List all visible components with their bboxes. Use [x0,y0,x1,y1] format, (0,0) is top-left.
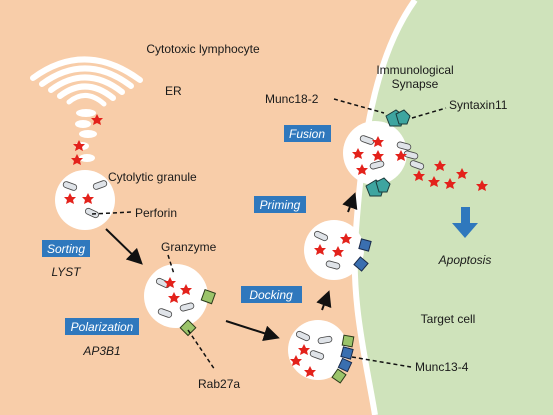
granule-docking [288,320,355,384]
label-cytolytic-granule: Cytolytic granule [108,170,197,184]
granule-fusion [343,109,425,197]
arrow-sorting-to-polarization [105,228,143,265]
label-munc18-2: Munc18-2 [265,92,319,106]
label-apoptosis: Apoptosis [438,253,492,267]
label-cytotoxic-lymphocyte: Cytotoxic lymphocyte [146,42,260,56]
er-shape [30,56,143,107]
label-perforin: Perforin [135,206,177,220]
arrow-docking-to-priming [316,290,332,311]
label-immunological: Immunological [376,63,453,77]
granule-polarization [144,264,216,337]
step-sorting-label: Sorting [47,242,85,256]
label-synapse: Synapse [392,77,439,91]
arrow-polarization-to-docking [225,320,280,341]
step-polarization: Polarization [65,318,139,335]
step-docking: Docking [241,286,302,303]
label-munc13-4: Munc13-4 [415,360,469,374]
step-priming-label: Priming [260,198,301,212]
step-fusion-label: Fusion [289,127,325,141]
granule-sorting [55,170,115,230]
step-priming: Priming [254,196,306,213]
er-granzyme-stars [71,114,103,165]
leader-lines [91,98,447,371]
apoptosis-arrow [452,207,478,238]
label-lyst: LYST [52,265,83,279]
label-rab27a: Rab27a [198,377,240,391]
step-fusion: Fusion [284,125,331,142]
label-er: ER [165,84,182,98]
arrow-priming-to-fusion [342,192,358,213]
granule-priming [304,220,372,280]
target-cell-region [354,0,553,415]
step-sorting: Sorting [42,240,90,257]
step-polarization-label: Polarization [71,320,134,334]
label-target-cell: Target cell [421,312,476,326]
label-granzyme: Granzyme [161,240,217,254]
label-ap3b1: AP3B1 [82,344,120,358]
label-syntaxin11: Syntaxin11 [449,98,508,112]
step-docking-label: Docking [249,288,293,302]
released-granzyme-stars [395,150,488,191]
er-vesicles [75,109,97,162]
